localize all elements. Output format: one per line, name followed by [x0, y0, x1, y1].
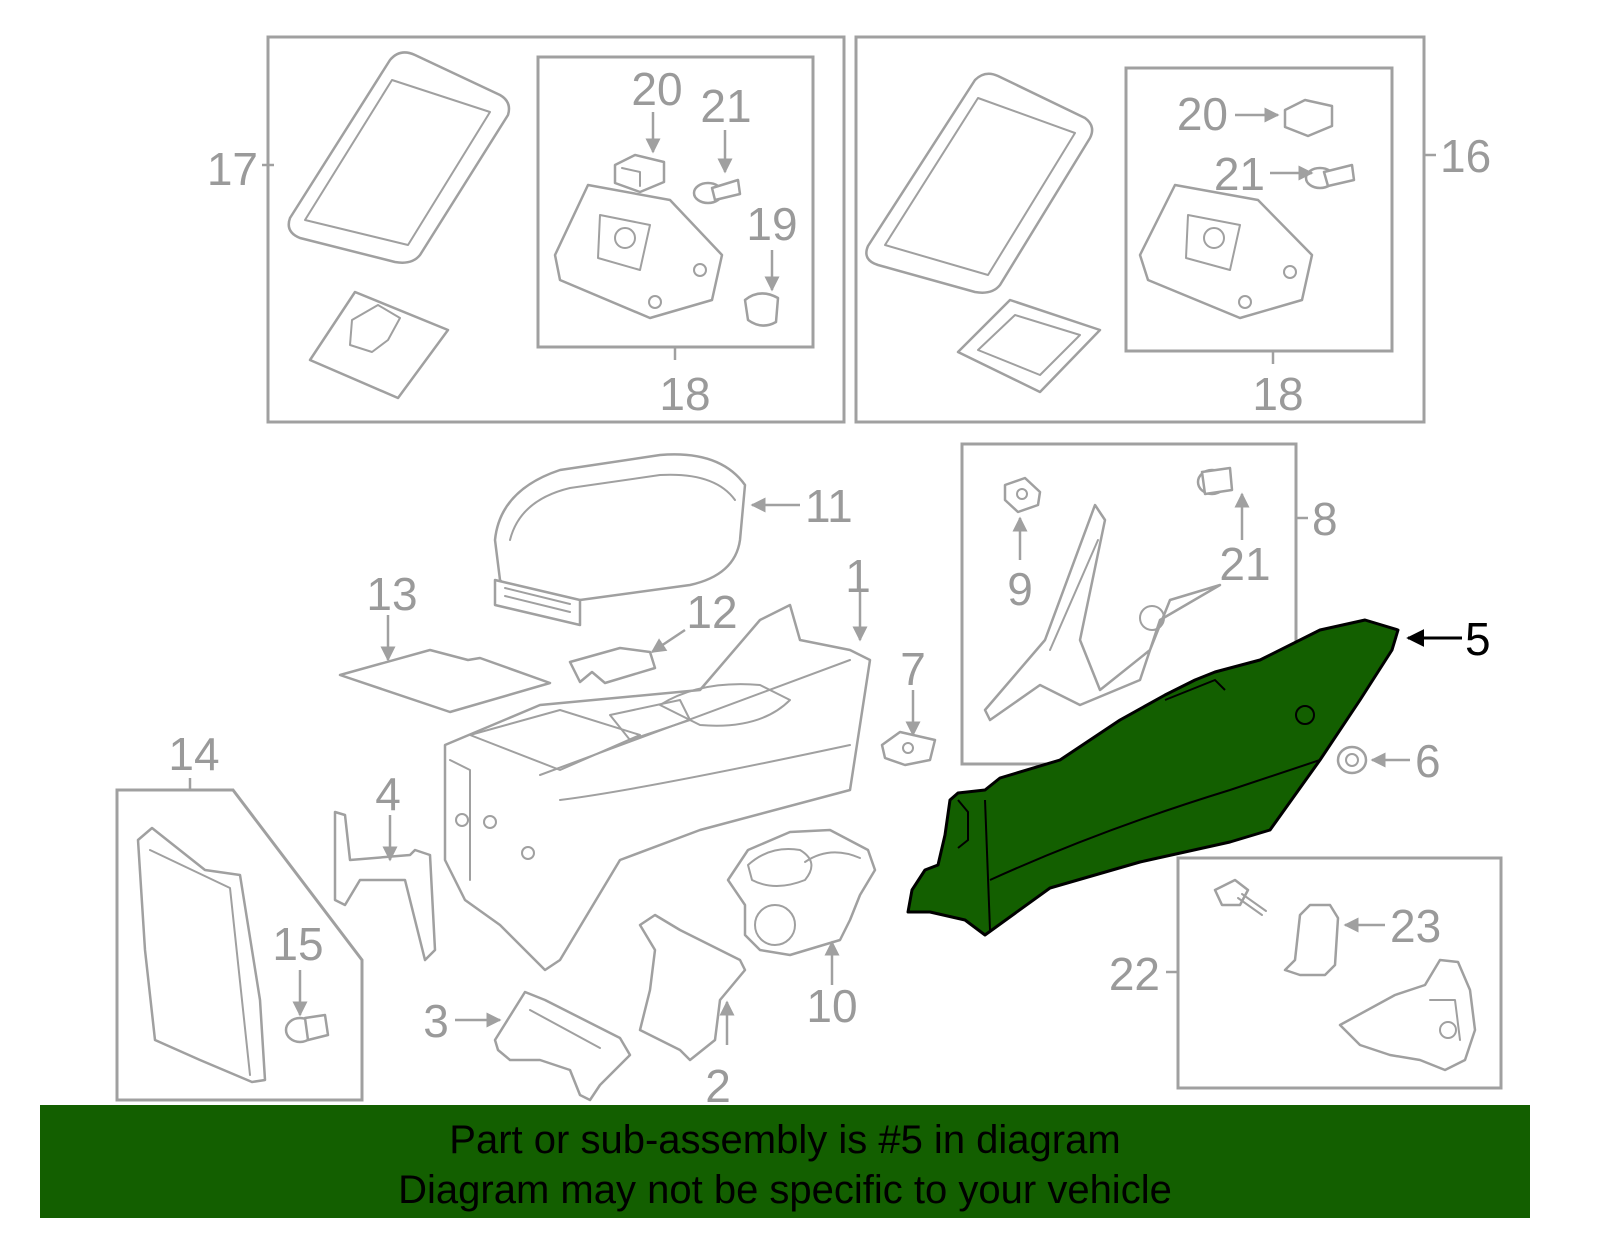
switch-part-20a [613, 153, 666, 194]
group-box-22 [1166, 856, 1503, 1090]
callout-12: 12 [686, 586, 737, 638]
pad-part-12 [568, 646, 657, 685]
callout-4: 4 [375, 768, 401, 820]
callout-22: 22 [1109, 948, 1160, 1000]
group-box-18-right [1124, 66, 1394, 353]
cupholder-part-10 [726, 828, 877, 957]
group-box-17 [262, 35, 846, 424]
bracket-part-2 [638, 913, 747, 1062]
callout-labels: 2 3 4 1 5 6 7 8 9 10 11 12 13 14 15 16 1… [168, 63, 1491, 1112]
banner-part-line: Part or sub-assembly is #5 in diagram [449, 1118, 1121, 1162]
clip-part-21a [692, 178, 742, 205]
nut-part-9 [1003, 476, 1042, 514]
callout-15: 15 [272, 918, 323, 970]
cap-part-19 [743, 292, 780, 327]
callout-23: 23 [1390, 900, 1441, 952]
callout-10: 10 [806, 980, 857, 1032]
switch-part-20b [1283, 98, 1334, 138]
callout-19: 19 [746, 198, 797, 250]
shifter-part [1338, 958, 1477, 1072]
shift-bezel-part [287, 51, 511, 264]
plug-part-6 [1336, 745, 1368, 775]
callout-2: 2 [705, 1060, 731, 1112]
side-panel-part-14 [136, 826, 267, 1084]
callout-11: 11 [805, 480, 853, 532]
callout-16: 16 [1440, 130, 1491, 182]
side-panel-part-8 [983, 503, 1222, 722]
bracket-part-18a [553, 183, 724, 320]
clip-part-15 [284, 1013, 330, 1044]
clip-part-7 [880, 730, 937, 767]
callout-17: 17 [207, 143, 258, 195]
callout-21-left: 21 [700, 80, 751, 132]
callout-13: 13 [366, 568, 417, 620]
bolt-part [1213, 878, 1267, 916]
bracket-part-3 [493, 990, 632, 1102]
mat-part-13 [338, 648, 552, 714]
banner-disclaimer-line: Diagram may not be specific to your vehi… [398, 1168, 1172, 1212]
armrest-part-11 [493, 453, 747, 627]
console-body-part-1 [443, 603, 872, 972]
shift-boot-frame [956, 298, 1102, 394]
callout-21-right: 21 [1214, 148, 1265, 200]
callout-18-right: 18 [1252, 368, 1303, 420]
callout-7: 7 [900, 643, 926, 695]
callout-20-left: 20 [631, 63, 682, 115]
callout-9: 9 [1007, 563, 1033, 615]
callout-1: 1 [845, 550, 871, 602]
bracket-part-4 [333, 810, 437, 962]
clip-part-21b [1304, 163, 1356, 190]
bracket-part-18b [1138, 183, 1314, 320]
group-box-14 [115, 778, 364, 1102]
callout-18-left: 18 [659, 368, 710, 420]
callout-21-box8: 21 [1219, 538, 1270, 590]
callout-20-right: 20 [1177, 88, 1228, 140]
callout-3: 3 [423, 995, 449, 1047]
shift-bezel-part-b [865, 72, 1094, 294]
shift-plate-part [308, 290, 450, 400]
callout-5: 5 [1465, 613, 1491, 665]
clip-part-21c [1196, 466, 1234, 496]
callout-14: 14 [168, 728, 219, 780]
bracket-part-23 [1283, 903, 1340, 977]
group-box-16 [854, 35, 1436, 424]
callout-6: 6 [1415, 735, 1441, 787]
callout-8: 8 [1312, 493, 1338, 545]
info-banner: Part or sub-assembly is #5 in diagram Di… [40, 1105, 1530, 1218]
side-cover-part-5 [906, 618, 1400, 937]
